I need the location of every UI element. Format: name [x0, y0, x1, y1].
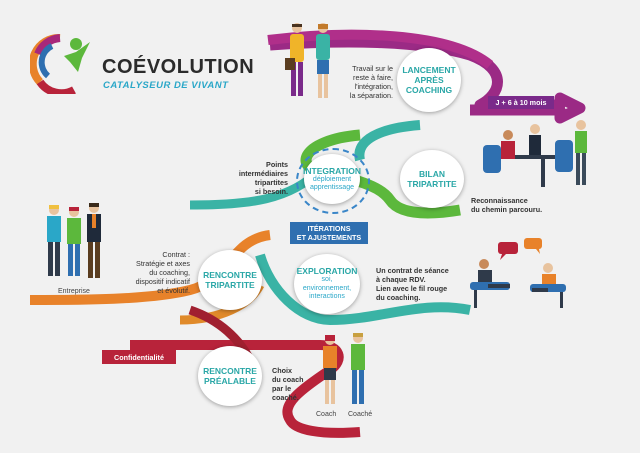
- step-rencontre-tripartite: RENCONTRE TRIPARTITE: [198, 250, 262, 310]
- conversation-illustration: [470, 238, 566, 308]
- label-coache: Coaché: [348, 411, 373, 418]
- people-illustration-entreprise: [47, 203, 101, 278]
- iterations-tag: ITÉRATIONS ET AJUSTEMENTS: [290, 222, 368, 244]
- step-exploration: EXPLORATION soi, environnement, interact…: [294, 254, 360, 314]
- label-coach: Coach: [316, 411, 337, 418]
- ribbon-tripartite: [29, 230, 271, 305]
- step-integration: INTEGRATION déploiement apprentissage: [303, 154, 361, 204]
- people-illustration-top: [285, 23, 330, 98]
- brand-tagline: CATALYSEUR DE VIVANT: [103, 80, 229, 91]
- ribbon-prealable: [130, 340, 361, 438]
- step-rencontre-prealable: RENCONTRE PRÉALABLE: [198, 346, 262, 406]
- logo-icon: [30, 33, 90, 94]
- ribbon-exploration: [255, 253, 471, 326]
- coach-coache-illustration: [323, 333, 365, 404]
- brand-title: COÉVOLUTION: [102, 56, 255, 78]
- step-integration-ring: [296, 148, 370, 214]
- duration-tag: J + 6 à 10 mois: [488, 96, 554, 109]
- step-bilan: BILAN TRIPARTITE: [400, 150, 464, 208]
- step-lancement: LANCEMENT APRÈS COACHING: [397, 48, 461, 112]
- label-entreprise: Entreprise: [58, 288, 90, 295]
- meeting-illustration: [483, 120, 587, 187]
- confidentialite-tag: Confidentialité: [102, 350, 176, 364]
